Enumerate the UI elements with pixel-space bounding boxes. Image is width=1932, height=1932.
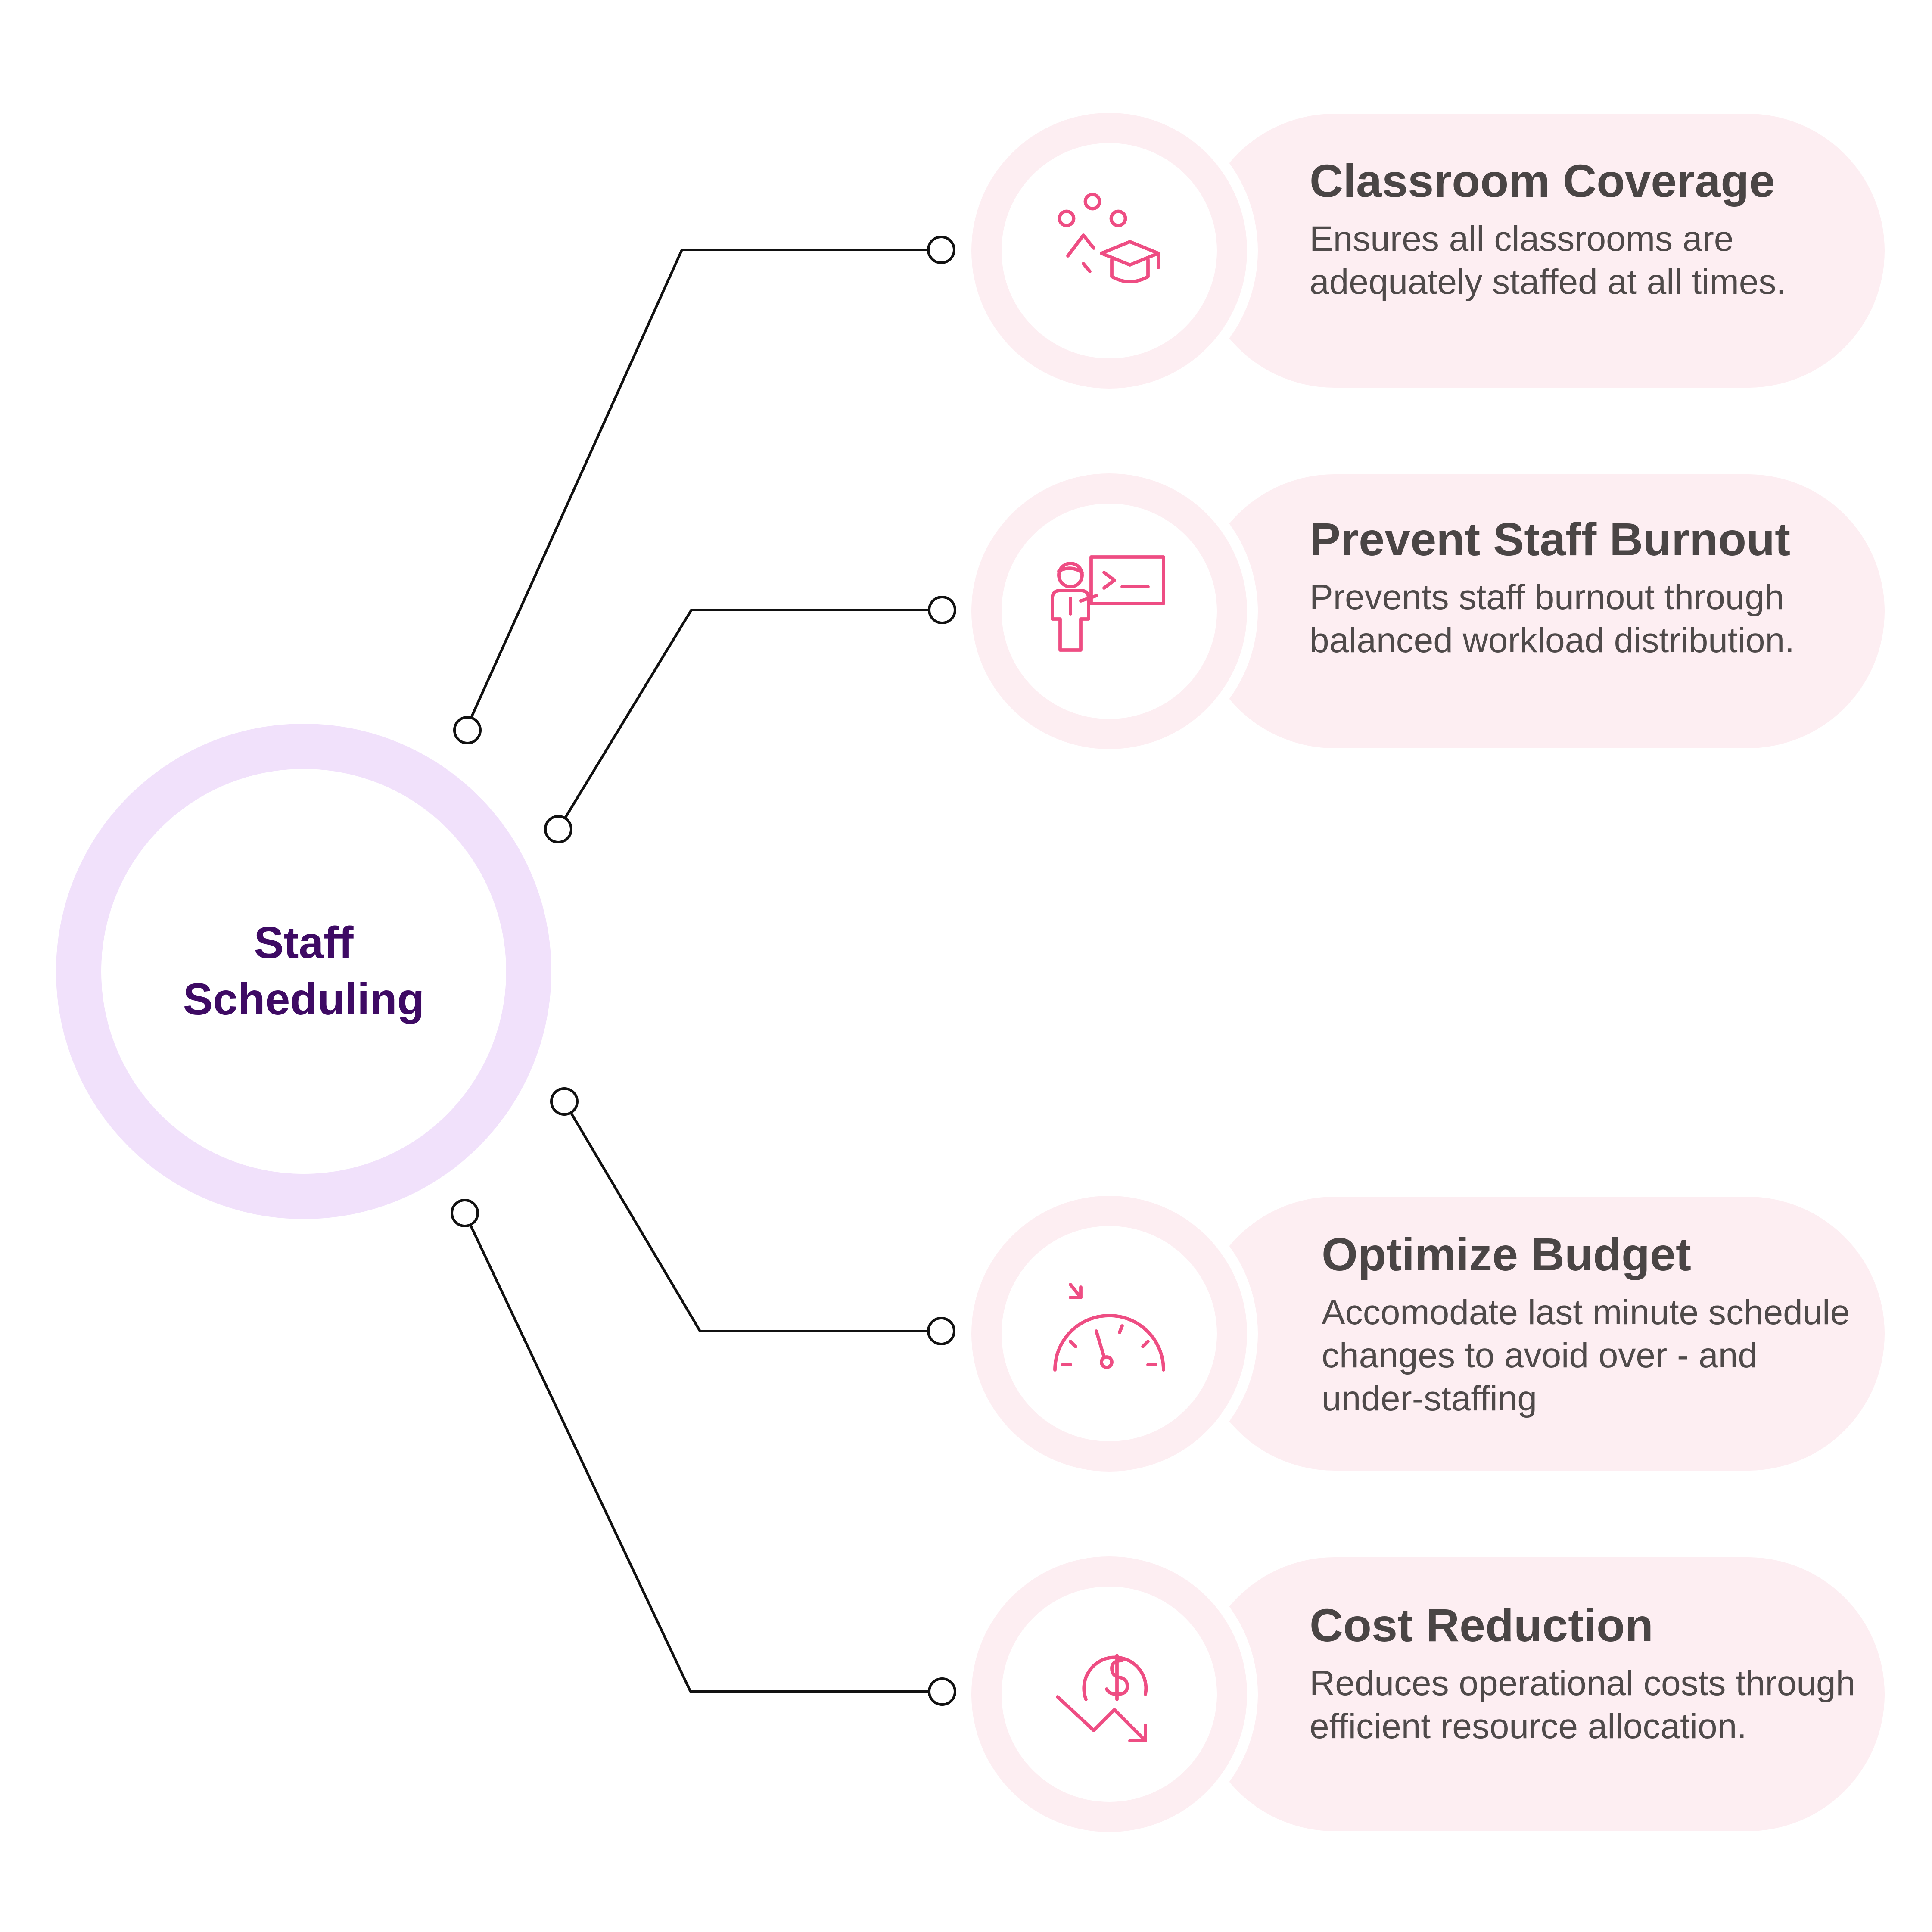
- card-text-3: Optimize Budget Accomodate last minute s…: [1322, 1226, 1869, 1420]
- connector-node-1-start: [453, 716, 482, 744]
- center-hub-inner: Staff Scheduling: [101, 769, 506, 1174]
- card-title: Optimize Budget: [1322, 1228, 1691, 1280]
- connector-line-2: [557, 609, 943, 830]
- card-text-4: Cost Reduction Reduces operational costs…: [1310, 1597, 1857, 1748]
- card-description: Ensures all classrooms are adequately st…: [1310, 219, 1786, 302]
- connector-node-3-start: [550, 1087, 579, 1116]
- card-title: Classroom Coverage: [1310, 155, 1775, 207]
- presenter-board-icon: [1051, 555, 1165, 652]
- card-description: Reduces operational costs through effici…: [1310, 1663, 1856, 1746]
- connector-node-2-start: [544, 815, 572, 843]
- icon-disc-2: [971, 473, 1247, 749]
- graduation-cap-icon: [1058, 193, 1160, 283]
- connector-line-1: [465, 249, 943, 729]
- card-description: Accomodate last minute schedule changes …: [1322, 1292, 1850, 1418]
- card-cost-reduction: [1198, 1557, 1885, 1831]
- card-optimize-budget: [1198, 1197, 1885, 1471]
- connector-node-4-start: [451, 1199, 479, 1227]
- card-description: Prevents staff burnout through balanced …: [1310, 577, 1795, 660]
- center-hub: Staff Scheduling: [56, 724, 551, 1219]
- card-title: Cost Reduction: [1310, 1599, 1653, 1651]
- connector-node-4-end: [928, 1677, 956, 1706]
- card-classroom-coverage: [1198, 114, 1885, 388]
- connector-node-3-end: [927, 1317, 955, 1345]
- icon-disc-4: [971, 1556, 1247, 1832]
- icon-disc-1: [971, 113, 1247, 389]
- connector-line-4: [464, 1212, 943, 1693]
- connector-node-1-end: [927, 236, 955, 264]
- card-text-1: Classroom Coverage Ensures all classroom…: [1310, 153, 1857, 304]
- speedometer-icon: [1053, 1283, 1165, 1372]
- connector-node-2-end: [928, 596, 956, 624]
- card-text-2: Prevent Staff Burnout Prevents staff bur…: [1310, 511, 1857, 662]
- icon-disc-3: [971, 1196, 1247, 1472]
- center-title: Staff Scheduling: [183, 918, 425, 1024]
- connector-line-3: [563, 1101, 943, 1332]
- card-prevent-staff-burnout: [1198, 474, 1885, 748]
- card-title: Prevent Staff Burnout: [1310, 513, 1791, 565]
- dollar-decrease-icon: [1056, 1654, 1148, 1742]
